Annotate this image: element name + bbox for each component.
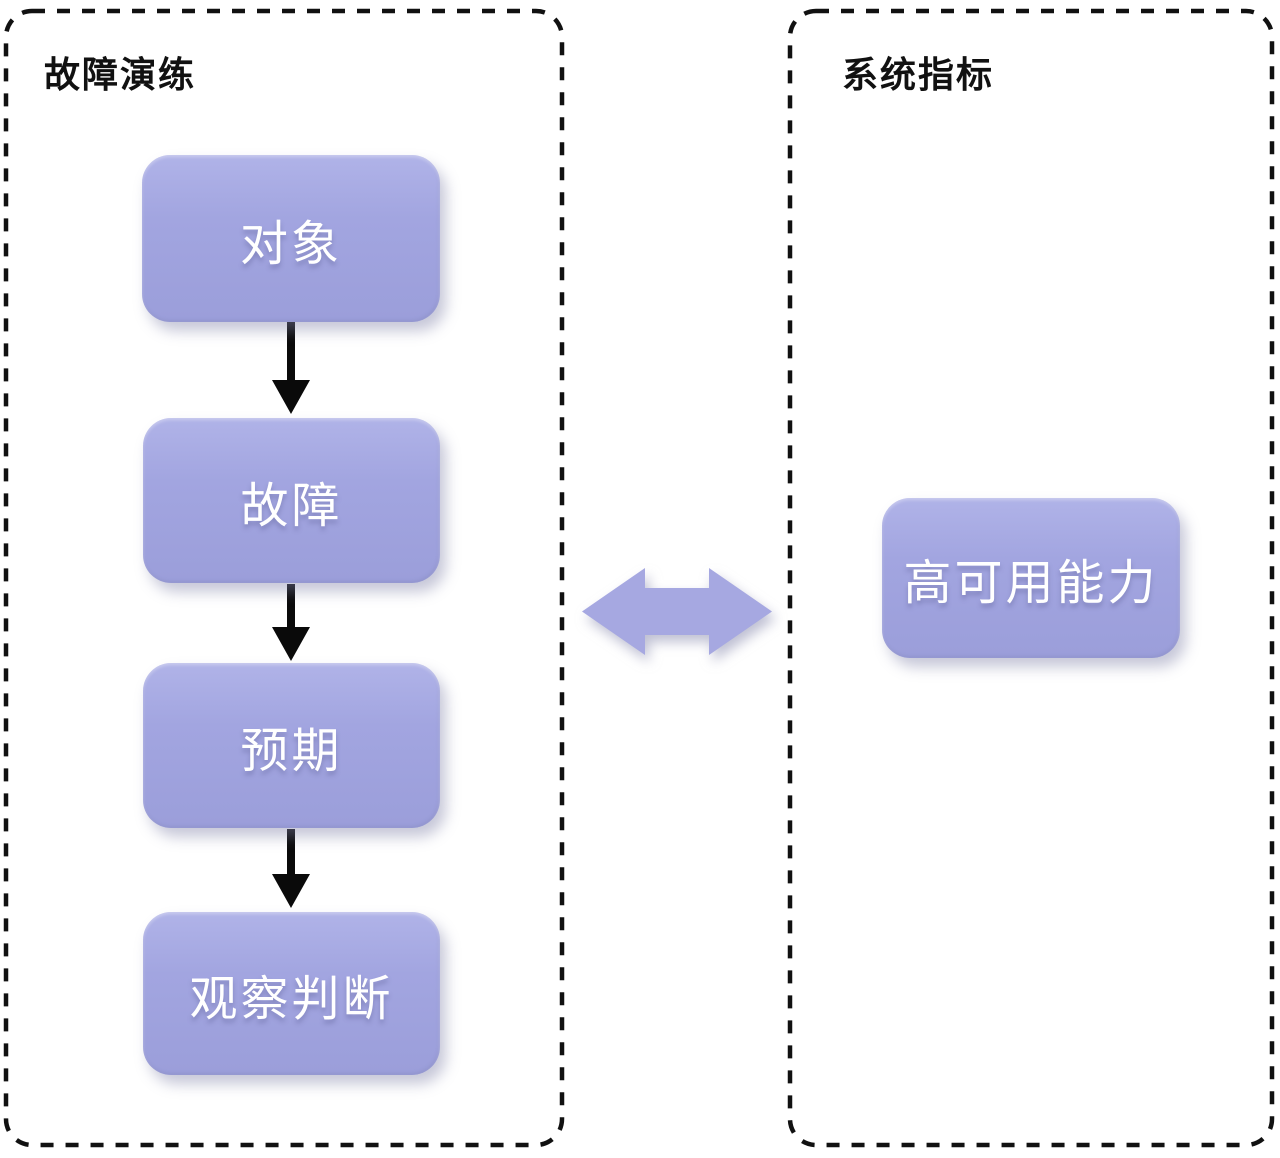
down-arrow-icon: [272, 584, 310, 661]
flow-node-fault: 故障: [143, 418, 440, 583]
flow-node-label: 对象: [239, 217, 342, 271]
flow-node-label: 预期: [240, 724, 343, 778]
flow-node-label: 观察判断: [189, 972, 394, 1026]
double-arrow-icon: [582, 568, 772, 655]
metric-node-high-availability: 高可用能力: [882, 498, 1180, 658]
flow-node-observe-judge: 观察判断: [143, 912, 440, 1075]
right-panel-title: 系统指标: [842, 54, 995, 95]
metric-node-label: 高可用能力: [903, 557, 1159, 610]
left-panel-title: 故障演练: [44, 54, 197, 95]
left-panel-outline: [3, 8, 565, 1148]
down-arrow-icon: [272, 322, 310, 414]
flow-node-label: 故障: [240, 479, 343, 533]
flow-node-expectation: 预期: [143, 663, 440, 828]
flow-node-object: 对象: [142, 155, 440, 322]
right-panel-outline: [787, 8, 1275, 1148]
down-arrow-icon: [272, 829, 310, 908]
